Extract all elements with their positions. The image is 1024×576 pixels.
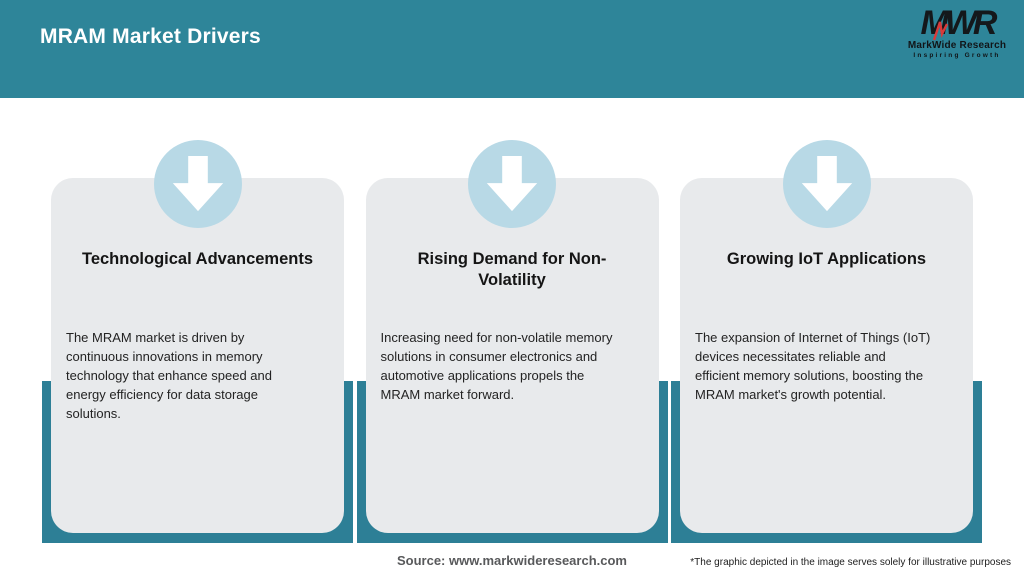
card-panel	[51, 178, 344, 533]
down-arrow-badge	[782, 140, 871, 228]
disclaimer-note: *The graphic depicted in the image serve…	[690, 557, 1011, 568]
down-arrow-badge	[468, 140, 556, 228]
card-description: The expansion of Internet of Things (IoT…	[695, 330, 931, 402]
logo-tagline: Inspiring Growth	[913, 52, 1001, 59]
down-arrow-badge	[153, 140, 242, 228]
down-arrow-icon	[801, 156, 852, 212]
logo-company-name: MarkWide Research	[907, 40, 1007, 51]
card-description: Increasing need for non-volatile memory …	[380, 330, 613, 402]
card-panel	[365, 178, 659, 533]
driver-cards-row: Technological Advancements The MRAM mark…	[42, 140, 982, 543]
logo-red-accent-icon	[932, 14, 949, 41]
driver-card-growing-iot-applications: Growing IoT Applications The expansion o…	[671, 140, 982, 543]
logo-acronym: MWR	[898, 4, 1016, 42]
logo-acronym-text: MWR	[920, 4, 998, 42]
page-title: MRAM Market Drivers	[40, 25, 261, 48]
markwide-research-logo: MWR MarkWide Research Inspiring Growth	[898, 4, 1016, 59]
source-attribution: Source: www.markwideresearch.com	[396, 553, 627, 568]
down-arrow-icon	[172, 156, 223, 212]
card-title: Technological Advancements	[81, 250, 314, 268]
driver-card-technological-advancements: Technological Advancements The MRAM mark…	[42, 140, 353, 543]
card-description: The MRAM market is driven by continuous …	[66, 330, 273, 421]
driver-card-rising-demand-non-volatility: Rising Demand for Non- Volatility Increa…	[356, 140, 668, 543]
header-bar: MRAM Market Drivers MWR MarkWide Researc…	[0, 0, 1024, 98]
down-arrow-icon	[486, 156, 538, 212]
card-panel	[680, 178, 973, 533]
card-title: Rising Demand for Non- Volatility	[417, 250, 607, 289]
card-title: Growing IoT Applications	[726, 250, 927, 268]
